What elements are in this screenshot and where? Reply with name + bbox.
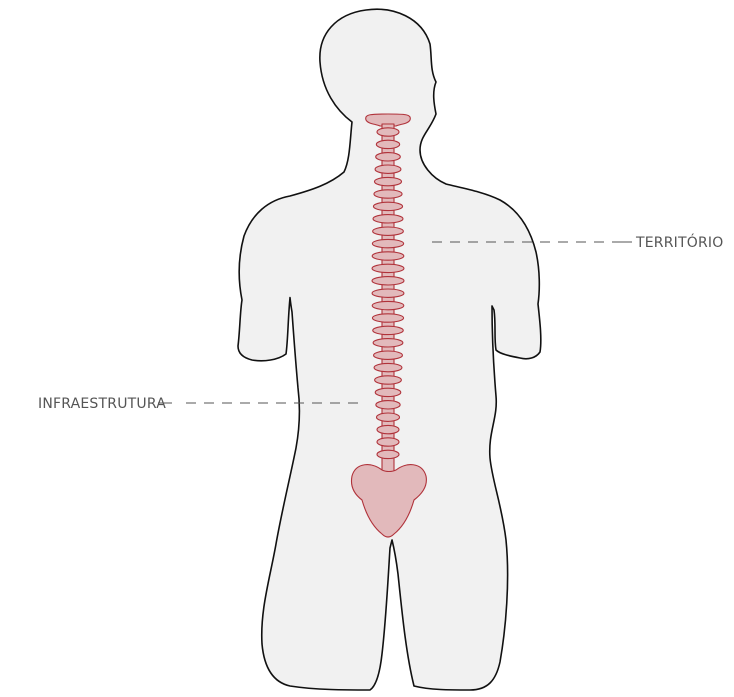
vertebra bbox=[377, 413, 400, 421]
vertebra bbox=[374, 351, 403, 359]
vertebra bbox=[372, 264, 404, 272]
vertebra bbox=[375, 165, 401, 173]
vertebra bbox=[372, 239, 403, 247]
vertebra bbox=[372, 301, 404, 309]
vertebra bbox=[373, 339, 403, 347]
vertebra bbox=[376, 153, 401, 161]
vertebra bbox=[373, 215, 403, 223]
infrastructure-label: INFRAESTRUTURA bbox=[38, 396, 166, 412]
vertebra bbox=[377, 128, 399, 136]
vertebra bbox=[373, 326, 404, 334]
vertebra bbox=[376, 401, 400, 409]
vertebra bbox=[377, 425, 399, 433]
vertebra bbox=[375, 388, 401, 396]
vertebra bbox=[373, 202, 402, 210]
vertebra bbox=[372, 277, 404, 285]
vertebra bbox=[375, 376, 402, 384]
vertebra bbox=[377, 450, 399, 458]
vertebra bbox=[374, 177, 401, 185]
vertebra bbox=[374, 190, 402, 198]
vertebra bbox=[374, 363, 402, 371]
vertebra bbox=[372, 252, 404, 260]
vertebra bbox=[376, 140, 399, 148]
vertebra bbox=[372, 314, 403, 322]
vertebra bbox=[377, 438, 399, 446]
territory-label: TERRITÓRIO bbox=[635, 233, 723, 251]
vertebra bbox=[372, 289, 404, 297]
vertebra bbox=[373, 227, 404, 235]
